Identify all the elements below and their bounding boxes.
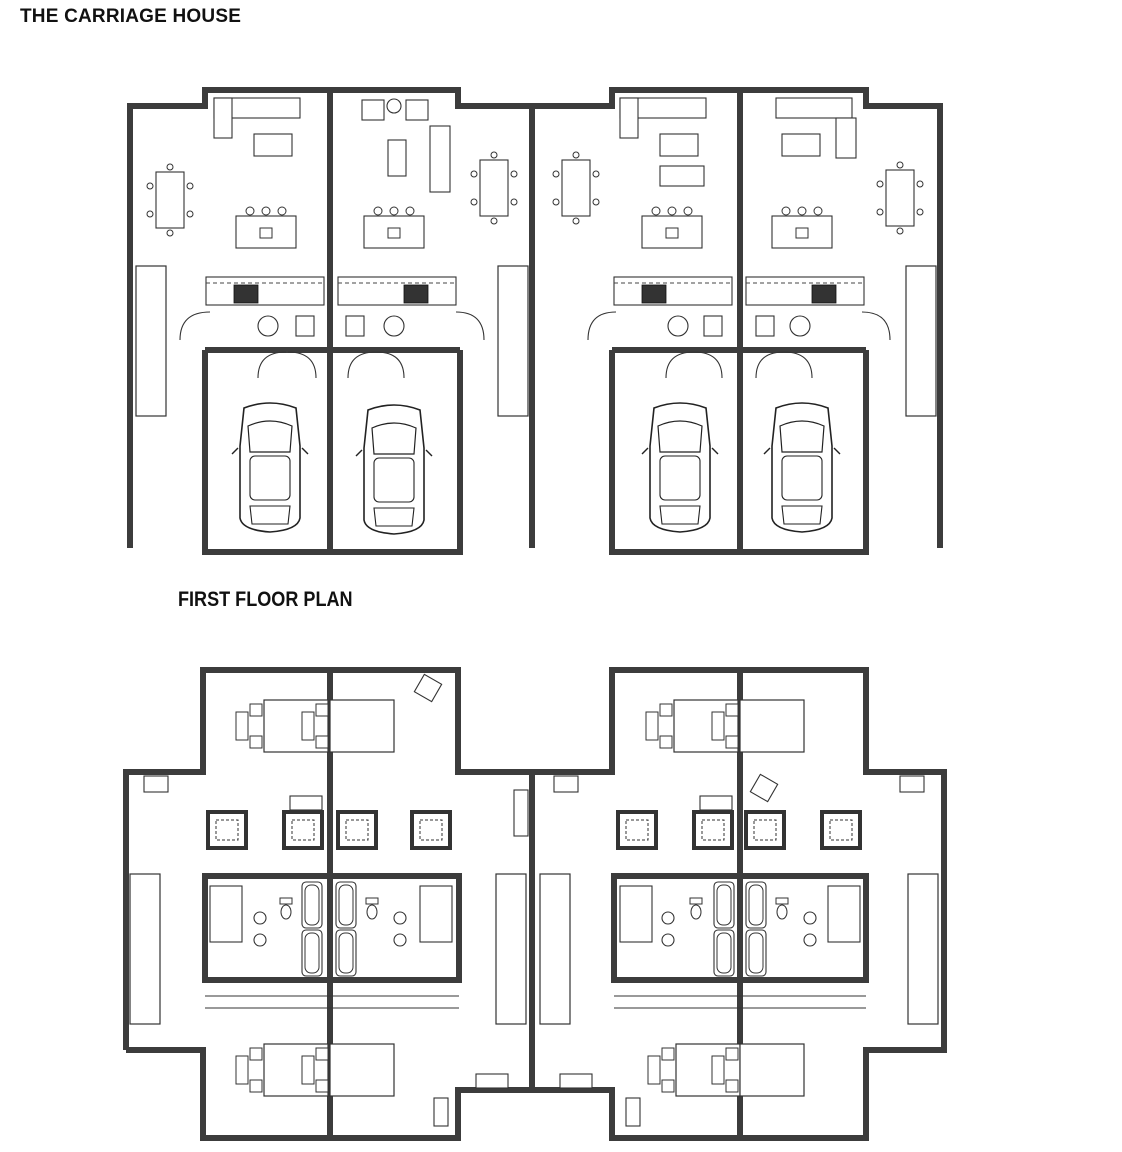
- ground-floor-plan: [127, 87, 943, 555]
- page-title: THE CARRIAGE HOUSE: [20, 6, 242, 27]
- first-floor-plan-label: FIRST FLOOR PLAN: [178, 588, 353, 611]
- first-floor-plan: [123, 667, 947, 1141]
